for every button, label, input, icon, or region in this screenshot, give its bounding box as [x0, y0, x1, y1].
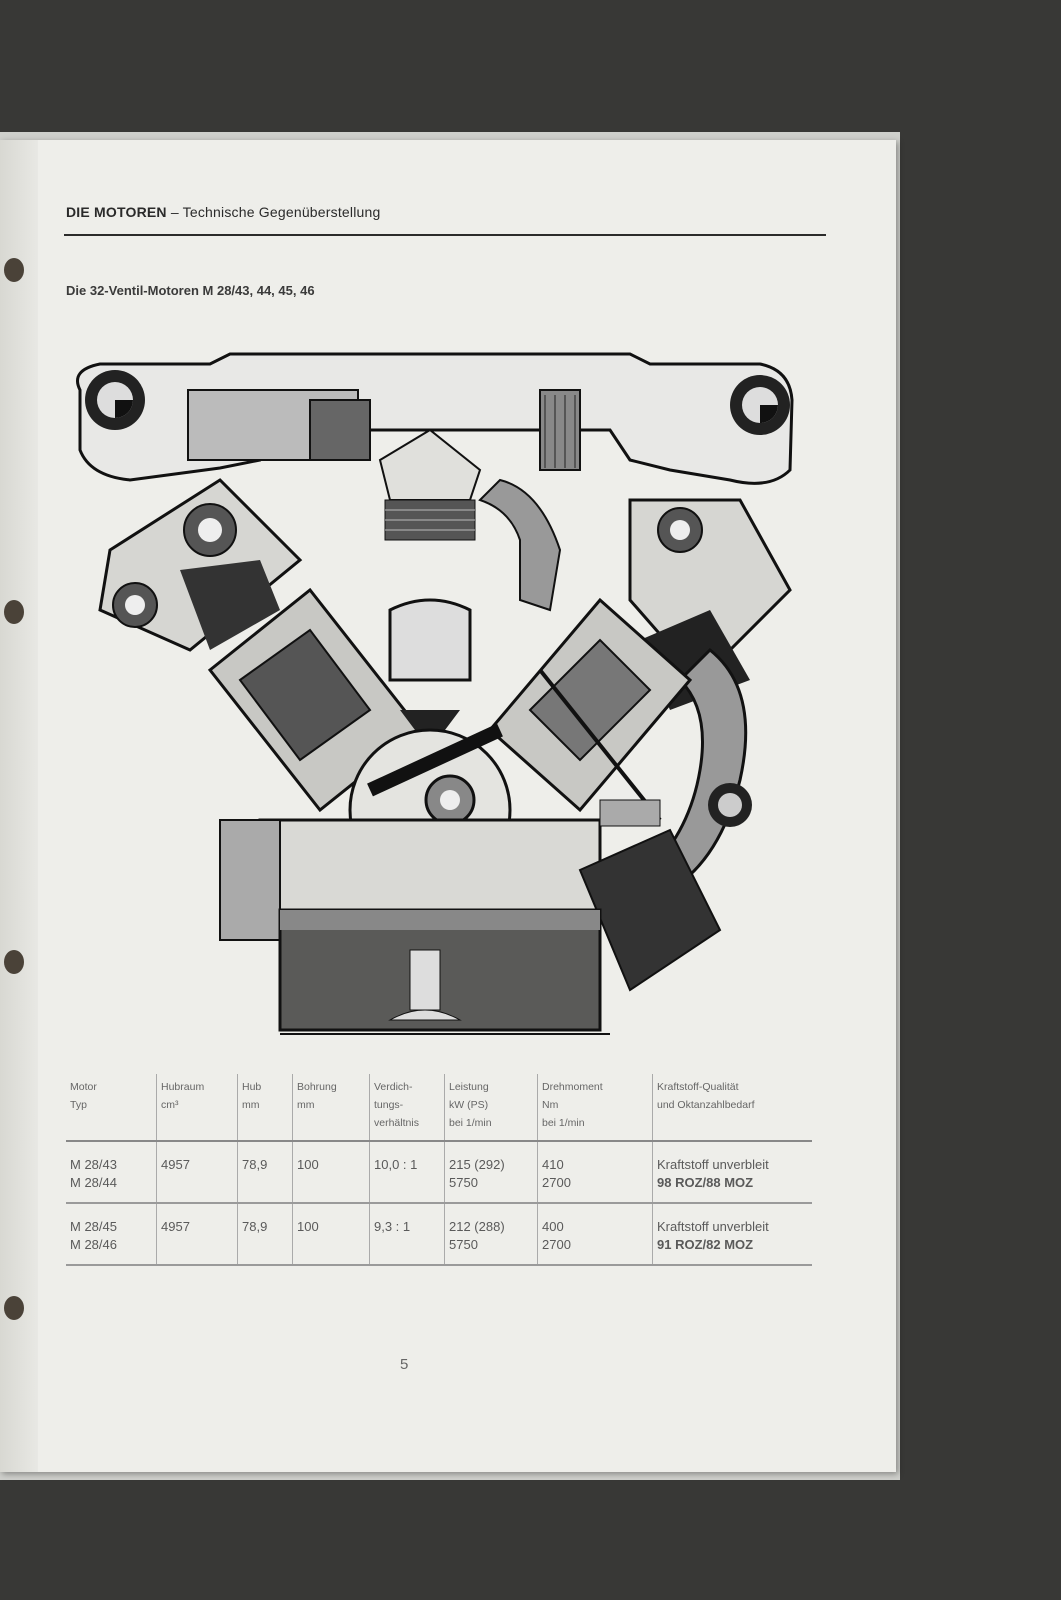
cell-text: 2700 [542, 1175, 571, 1190]
engine-cross-section-illustration [76, 352, 794, 1035]
cell-leistung: 215 (292) 5750 [444, 1141, 538, 1204]
cell-text: M 28/43 [70, 1157, 117, 1172]
cell-text: 2700 [542, 1237, 571, 1252]
cell-motor: M 28/45 M 28/46 [66, 1203, 157, 1266]
table-row: M 28/45 M 28/46 4957 78,9 100 9,3 : 1 212… [66, 1203, 812, 1266]
header-text: Leistung [449, 1081, 489, 1093]
page-header: DIE MOTOREN – Technische Gegenüberstellu… [66, 204, 826, 220]
cell-hubraum: 4957 [156, 1141, 238, 1204]
table-row: M 28/43 M 28/44 4957 78,9 100 10,0 : 1 21… [66, 1141, 812, 1204]
cell-text: M 28/44 [70, 1175, 117, 1190]
punch-hole [4, 600, 24, 624]
punch-hole [4, 258, 24, 282]
cell-text: M 28/45 [70, 1219, 117, 1234]
cell-text: Kraftstoff unverbleit [657, 1219, 769, 1234]
cell-text: Kraftstoff unverbleit [657, 1157, 769, 1172]
cell-verdichtung: 9,3 : 1 [369, 1203, 445, 1266]
cell-text: 5750 [449, 1175, 478, 1190]
header-text: bei 1/min [542, 1117, 585, 1129]
header-cell-verdichtung: Verdich-tungs-verhältnis [369, 1074, 445, 1142]
cell-kraftstoff: Kraftstoff unverbleit 98 ROZ/88 MOZ [652, 1141, 812, 1204]
cell-motor: M 28/43 M 28/44 [66, 1141, 157, 1204]
header-cell-hubraum: Hubraum cm³ [156, 1074, 238, 1142]
header-rule [64, 234, 826, 236]
punch-hole [4, 950, 24, 974]
header-cell-bohrung: Bohrung mm [292, 1074, 370, 1142]
header-text: Verdich- [374, 1081, 413, 1093]
header-cell-hub: Hub mm [237, 1074, 293, 1142]
cell-text: 98 ROZ/88 MOZ [657, 1175, 754, 1190]
page-number: 5 [400, 1356, 409, 1373]
cell-drehmoment: 410 2700 [537, 1141, 653, 1204]
punch-hole [4, 1296, 24, 1320]
cell-text: 5750 [449, 1237, 478, 1252]
header-text: Kraftstoff-Qualität [657, 1081, 739, 1093]
header-text: und Oktanzahlbedarf [657, 1099, 755, 1111]
cell-text: 400 [542, 1219, 564, 1234]
cell-hubraum: 4957 [156, 1203, 238, 1266]
cell-text: 410 [542, 1157, 564, 1172]
header-text: Hubraum [161, 1081, 205, 1093]
header-text: Typ [70, 1099, 87, 1111]
cell-text: 215 (292) [449, 1157, 505, 1172]
header-text: Motor [70, 1081, 97, 1093]
cell-kraftstoff: Kraftstoff unverbleit 91 ROZ/82 MOZ [652, 1203, 812, 1266]
cell-drehmoment: 400 2700 [537, 1203, 653, 1266]
header-text: kW (PS) [449, 1099, 489, 1111]
header-title: Technische Gegenüberstellung [182, 204, 381, 220]
binding-edge [0, 140, 38, 1472]
header-text: mm [297, 1099, 315, 1111]
header-section: DIE MOTOREN [66, 204, 167, 220]
header-text: verhältnis [374, 1117, 419, 1129]
cell-bohrung: 100 [292, 1203, 370, 1266]
cell-text: M 28/46 [70, 1237, 117, 1252]
header-cell-kraftstoff: Kraftstoff-Qualität und Oktanzahlbedarf [652, 1074, 812, 1142]
header-cell-leistung: Leistung kW (PS) bei 1/min [444, 1074, 538, 1142]
cell-hub: 78,9 [237, 1141, 293, 1204]
header-text: cm³ [161, 1099, 179, 1111]
header-text: Drehmoment [542, 1081, 603, 1093]
cell-verdichtung: 10,0 : 1 [369, 1141, 445, 1204]
cell-text: 91 ROZ/82 MOZ [657, 1237, 754, 1252]
cell-hub: 78,9 [237, 1203, 293, 1266]
header-text: Hub [242, 1081, 262, 1093]
section-subtitle: Die 32-Ventil-Motoren M 28/43, 44, 45, 4… [66, 283, 315, 298]
header-text: Nm [542, 1099, 559, 1111]
header-text: Bohrung [297, 1081, 337, 1093]
header-dash: – [166, 204, 183, 220]
header-text: bei 1/min [449, 1117, 492, 1129]
cell-leistung: 212 (288) 5750 [444, 1203, 538, 1266]
header-text: mm [242, 1099, 260, 1111]
cell-bohrung: 100 [292, 1141, 370, 1204]
header-text: tungs- [374, 1099, 404, 1111]
cell-text: 212 (288) [449, 1219, 505, 1234]
